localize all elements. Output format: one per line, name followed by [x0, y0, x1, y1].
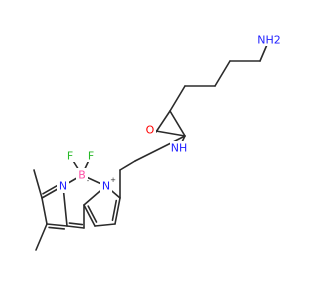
boron-label-bg — [76, 168, 88, 182]
bond-9 — [119, 160, 136, 171]
bond-22 — [33, 169, 43, 199]
double-bond-17 — [68, 222, 84, 226]
fluorine-2-label-bg — [86, 150, 96, 162]
bond-4 — [169, 85, 186, 112]
fluorine-1-label: F — [67, 150, 73, 163]
double-bond-14 — [87, 205, 98, 223]
bond-14 — [83, 204, 96, 227]
amide-nh-label: NH — [171, 142, 188, 155]
fluorine-1-label-bg — [65, 150, 75, 162]
bond-12 — [114, 197, 121, 225]
boron-label: B — [78, 169, 86, 182]
left-pyrrole-n-label: N — [59, 180, 67, 193]
amine-nh2-label: NH2 — [257, 34, 281, 47]
right-n-label-bg — [100, 179, 112, 193]
left-n-label-bg — [57, 179, 69, 193]
molecule-svg: NH2 NH O F F B - N N + — [33, 32, 282, 251]
boron-charge: - — [87, 177, 90, 185]
double-bond-12 — [111, 199, 118, 222]
double-bond-21 — [48, 226, 66, 230]
right-pyrrole-n-label: N — [102, 180, 110, 193]
bond-13 — [94, 223, 116, 227]
carbonyl-o-label-bg — [144, 123, 156, 137]
molecule-structure-diagram: NH2 NH O F F B - N N + — [33, 32, 282, 251]
bond-20 — [41, 197, 48, 225]
bond-2 — [214, 60, 231, 87]
bond-layer — [33, 39, 270, 251]
carbonyl-bond — [155, 110, 171, 133]
double-bond-19 — [42, 183, 60, 195]
bond-17 — [66, 225, 85, 229]
fluorine-2-label: F — [88, 150, 94, 163]
carbonyl-o-label: O — [146, 124, 155, 137]
amide-nh-label-bg — [170, 141, 188, 155]
bond-21 — [46, 223, 68, 227]
right-n-charge: + — [110, 176, 116, 184]
bond-8 — [134, 135, 186, 162]
bond-5 — [169, 110, 186, 137]
amine-label-bg — [256, 32, 282, 46]
bond-23 — [35, 223, 48, 251]
atom-label-layer: NH2 NH O F F B - N N + — [57, 32, 282, 193]
